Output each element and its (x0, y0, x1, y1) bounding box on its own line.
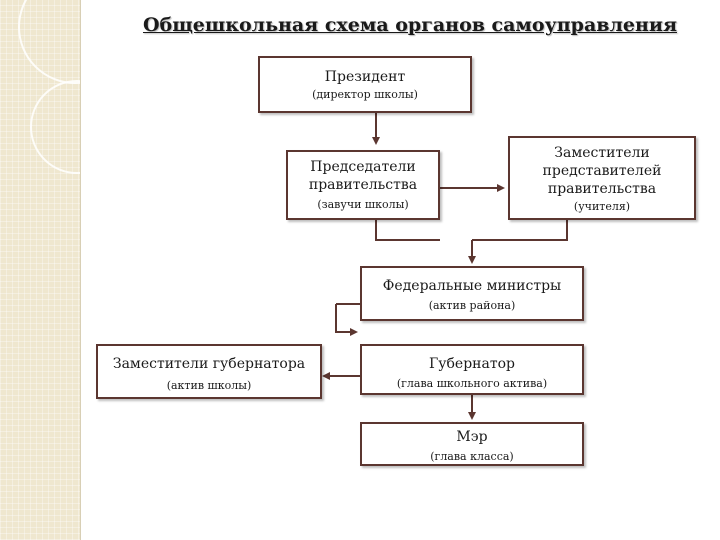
president-sublabel: (директор школы) (312, 88, 418, 101)
arrow-ministers-to-governor (335, 304, 358, 336)
chairmen-label: Председатели правительства (308, 159, 418, 193)
box-chairmen: Председатели правительства (завучи школы… (286, 150, 440, 220)
sidebar-edge (80, 0, 81, 540)
box-deputy-governors: Заместители губернатора (актив школы) (96, 344, 322, 399)
decorative-circle (30, 80, 124, 174)
ministers-label: Федеральные министры (382, 278, 562, 294)
page-title: Общешкольная схема органов самоуправлени… (142, 14, 677, 36)
governor-label: Губернатор (429, 356, 515, 372)
governor-sublabel: (глава школьного актива) (396, 377, 548, 390)
box-mayor: Мэр (глава класса) (360, 422, 584, 466)
president-label: Президент (324, 69, 406, 85)
line-chairmen-down (375, 220, 440, 241)
deputies-government-sublabel: (учителя) (573, 200, 631, 213)
chairmen-sublabel: (завучи школы) (317, 198, 409, 211)
mayor-sublabel: (глава класса) (430, 450, 514, 463)
deputy-governors-label: Заместители губернатора (112, 356, 306, 372)
ministers-sublabel: (актив района) (428, 299, 516, 312)
box-deputies-government: Заместители представителей правительства… (508, 136, 696, 220)
mayor-label: Мэр (456, 429, 488, 445)
deputies-government-label: Заместители представителей правительства (542, 145, 662, 197)
decorative-sidebar (0, 0, 132, 540)
box-governor: Губернатор (глава школьного актива) (360, 344, 584, 395)
box-ministers: Федеральные министры (актив района) (360, 266, 584, 321)
box-president: Президент (директор школы) (258, 56, 472, 113)
line-deputies-down (472, 220, 568, 241)
deputy-governors-sublabel: (актив школы) (166, 379, 252, 392)
